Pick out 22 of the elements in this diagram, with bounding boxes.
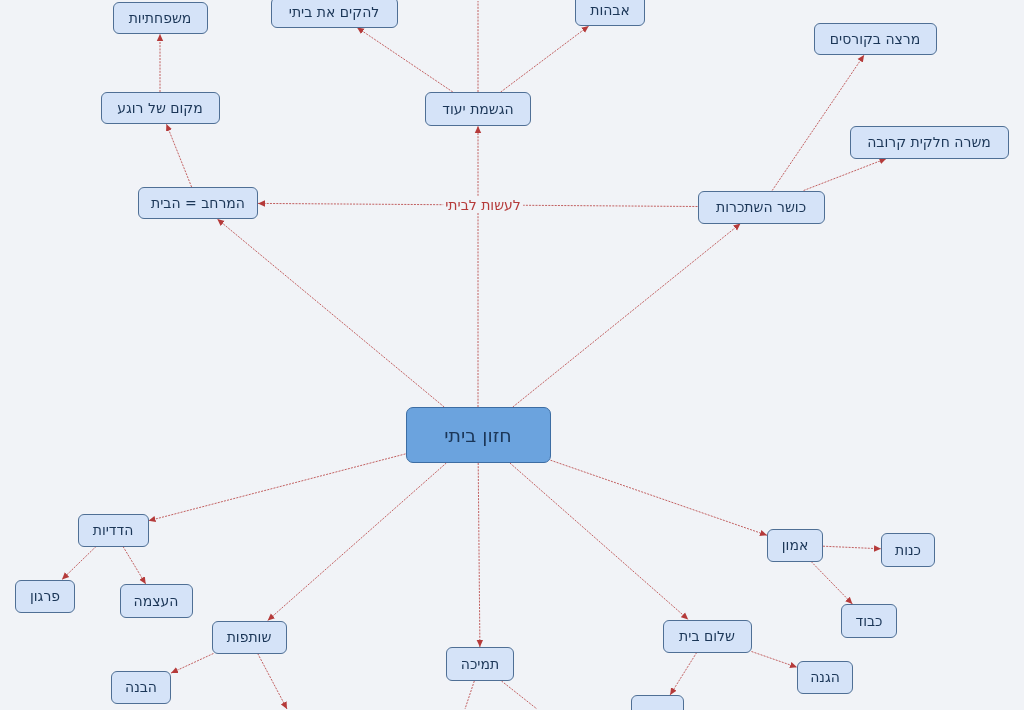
topic-box: פרגון (15, 579, 75, 613)
topic-box: אמון (767, 528, 823, 562)
topic-box: מקום של רוגע (100, 92, 220, 124)
topic-box: כנות (881, 533, 935, 567)
topic-box: משפחתיות (112, 2, 208, 34)
central-topic-box: חזון ביתי (405, 407, 551, 463)
topic-box: הגנה (797, 660, 853, 694)
topic-box: תמיכה (446, 647, 514, 681)
topic-box: הבנה (111, 670, 171, 704)
topic-box: הדדיות (77, 513, 149, 547)
topic-box: העצמה (119, 584, 193, 618)
topic-box: המרחב = הבית (138, 187, 258, 219)
topic-box: שותפות (211, 620, 287, 654)
topic-box: כושר השתכרות (697, 190, 825, 224)
topic-box: מרצה בקורסים (813, 23, 937, 55)
topic-box: משרה חלקית קרובה (849, 125, 1009, 159)
topic-box: הגשמת יעוד (425, 92, 531, 126)
edge-label: לעשות לביתי (443, 197, 523, 213)
topic-box: להקים את ביתי (270, 0, 398, 28)
topic-box: אבהות (575, 0, 645, 26)
topic-box: כבוד (841, 604, 897, 638)
topic-box: שלום בית (662, 619, 752, 653)
